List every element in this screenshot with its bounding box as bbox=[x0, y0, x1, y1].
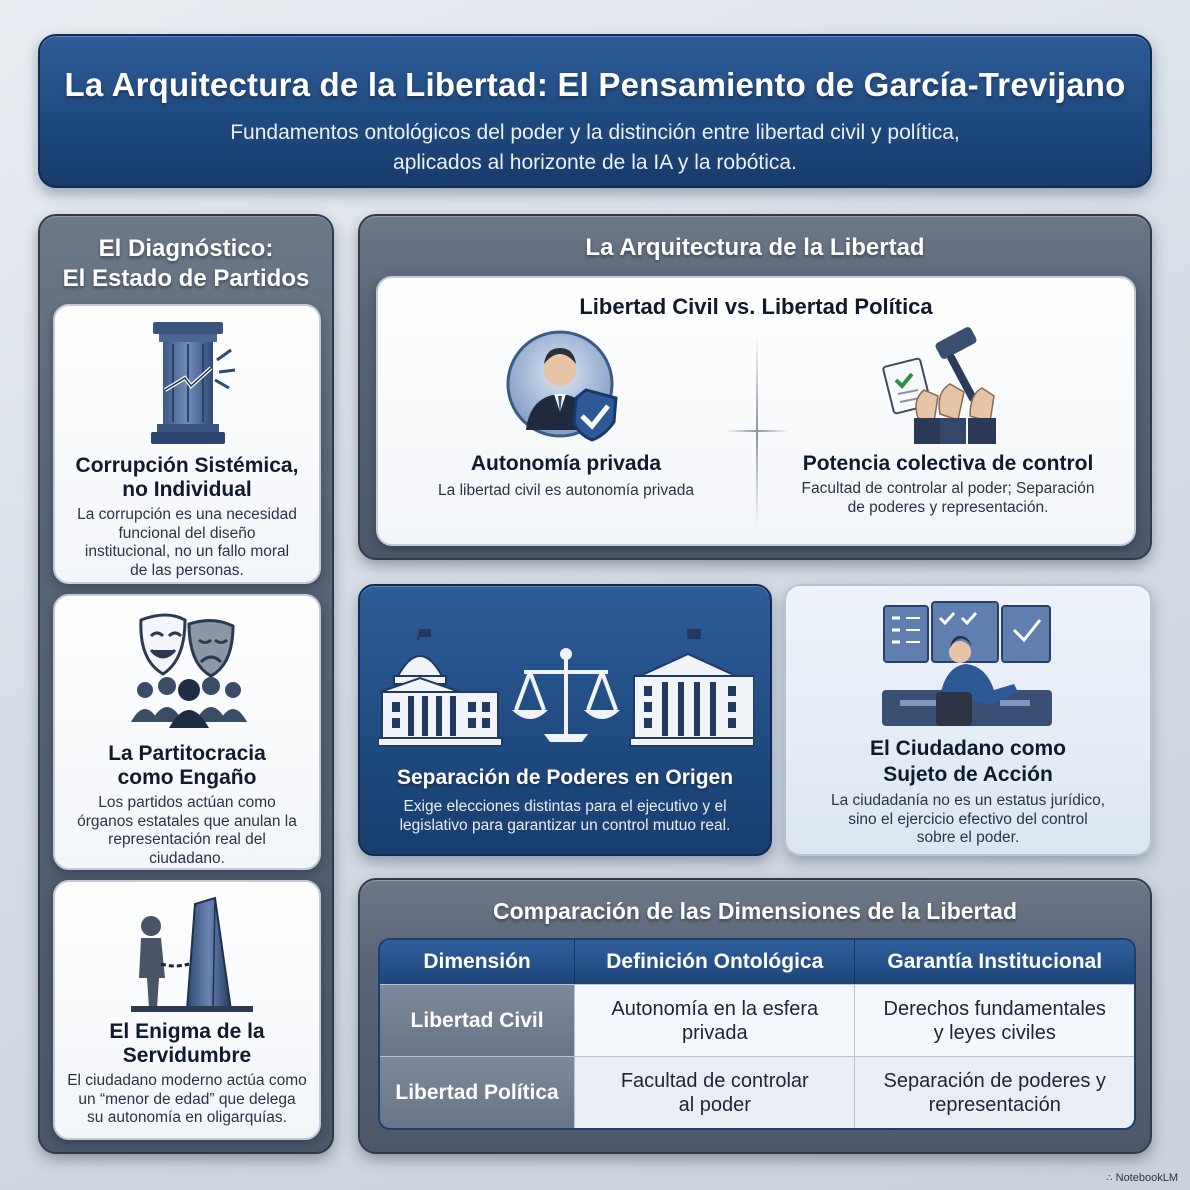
separation-desc-line-2: legislativo para garantizar un control m… bbox=[399, 816, 731, 834]
watermark-text: NotebookLM bbox=[1115, 1172, 1178, 1184]
cell-line: y leyes civiles bbox=[933, 1021, 1056, 1044]
political-title: Potencia colectiva de control bbox=[802, 452, 1094, 475]
corruption-desc-line: institucional, no un fallo moral bbox=[84, 543, 290, 560]
gavel-hands-icon bbox=[878, 322, 1018, 446]
page-subtitle: Fundamentos ontológicos del poder y la d… bbox=[40, 118, 1150, 178]
comparison-table: Dimensión Definición Ontológica Garantía… bbox=[378, 938, 1136, 1130]
separation-card: Separación de Poderes en Origen Exige el… bbox=[358, 584, 772, 856]
partitocracy-desc-line: Los partidos actúan como bbox=[98, 794, 276, 811]
architecture-panel: La Arquitectura de la Libertad Libertad … bbox=[358, 214, 1152, 560]
diagnosis-panel: El Diagnóstico: El Estado de Partidos Co… bbox=[38, 214, 334, 1154]
partitocracy-desc-line: ciudadano. bbox=[149, 849, 225, 867]
column-header: Garantía Institucional bbox=[855, 940, 1134, 984]
servitude-card: El Enigma de la Servidumbre El ciudadano… bbox=[53, 880, 321, 1140]
corruption-desc-line: La corrupción es una necesidad bbox=[77, 506, 297, 523]
partitocracy-desc-line: órganos estatales que anulan la bbox=[77, 812, 297, 830]
servitude-desc-line: un “menor de edad” que delega bbox=[78, 1090, 296, 1108]
buildings-scales-icon bbox=[378, 626, 754, 750]
cell-line: al poder bbox=[678, 1093, 751, 1116]
political-desc: Facultad de controlar al poder; Separaci… bbox=[758, 480, 1138, 517]
citizen-desc-line: sobre el poder. bbox=[916, 829, 1020, 846]
corruption-card-desc: La corrupción es una necesidad funcional… bbox=[55, 506, 319, 580]
row-header: Libertad Civil bbox=[380, 984, 576, 1056]
comparison-title: Libertad Civil vs. Libertad Política bbox=[579, 294, 933, 319]
cell-line: Derechos fundamentales bbox=[883, 997, 1106, 1020]
corruption-card-title: Corrupción Sistémica, no Individual bbox=[55, 454, 319, 502]
subtitle-line-1: Fundamentos ontológicos del poder y la d… bbox=[230, 121, 960, 144]
servitude-card-desc: El ciudadano moderno actúa como un “meno… bbox=[55, 1072, 319, 1128]
civil-desc: La libertad civil es autonomía privada bbox=[438, 482, 694, 499]
citizen-desc-line: sino el ejercicio efectivo del control bbox=[848, 810, 1088, 828]
corruption-title-line-2: no Individual bbox=[122, 478, 252, 501]
table-title: Comparación de las Dimensiones de la Lib… bbox=[492, 898, 1018, 924]
person-shield-icon bbox=[504, 330, 626, 442]
citizen-title: El Ciudadano como Sujeto de Acción bbox=[786, 736, 1150, 788]
cell-line: Facultad de controlar bbox=[620, 1069, 809, 1092]
servitude-card-title: El Enigma de la Servidumbre bbox=[55, 1020, 319, 1068]
servitude-title-line-2: Servidumbre bbox=[122, 1044, 252, 1067]
diagnosis-title-line-1: El Diagnóstico: bbox=[98, 235, 274, 262]
cell-line: representación bbox=[928, 1093, 1061, 1116]
partitocracy-title-line-2: como Engaño bbox=[117, 766, 257, 789]
cell-line: Autonomía en la esfera bbox=[611, 997, 819, 1020]
corruption-desc-line: de las personas. bbox=[130, 561, 244, 579]
citizen-control-panel-icon bbox=[880, 600, 1054, 730]
civil-title: Autonomía privada bbox=[470, 452, 662, 475]
cell-line: Separación de poderes y bbox=[883, 1069, 1106, 1092]
subtitle-line-2: aplicados al horizonte de la IA y la rob… bbox=[393, 151, 797, 174]
chained-man-monolith-icon bbox=[121, 894, 261, 1018]
corruption-title-line-1: Corrupción Sistémica, bbox=[75, 454, 299, 477]
political-desc-line-1: Facultad de controlar al poder; Separaci… bbox=[801, 480, 1095, 497]
citizen-desc-line: La ciudadanía no es un estatus jurídico, bbox=[830, 792, 1106, 809]
citizen-desc: La ciudadanía no es un estatus jurídico,… bbox=[786, 792, 1150, 848]
header-banner: La Arquitectura de la Libertad: El Pensa… bbox=[38, 34, 1152, 188]
partitocracy-card-title: La Partitocracia como Engaño bbox=[55, 742, 319, 790]
citizen-title-line-2: Sujeto de Acción bbox=[883, 763, 1053, 786]
corruption-card: Corrupción Sistémica, no Individual La c… bbox=[53, 304, 321, 584]
citizen-card: El Ciudadano como Sujeto de Acción La ci… bbox=[784, 584, 1152, 856]
notebooklm-logo-icon: ∴ bbox=[1106, 1173, 1113, 1184]
servitude-desc-line: su autonomía en oligarquías. bbox=[87, 1109, 287, 1126]
partitocracy-card-desc: Los partidos actúan como órganos estatal… bbox=[55, 794, 319, 868]
row-header: Libertad Política bbox=[380, 1056, 576, 1128]
partitocracy-title-line-1: La Partitocracia bbox=[108, 742, 266, 765]
partitocracy-desc-line: representación real del bbox=[108, 831, 266, 848]
citizen-title-line-1: El Ciudadano como bbox=[869, 737, 1066, 760]
separation-title: Separación de Poderes en Origen bbox=[396, 766, 734, 789]
theater-masks-icon bbox=[123, 610, 255, 734]
cell-line: privada bbox=[681, 1021, 748, 1044]
notebooklm-watermark: ∴ NotebookLM bbox=[1106, 1172, 1178, 1184]
servitude-desc-line: El ciudadano moderno actúa como bbox=[67, 1072, 307, 1089]
separation-desc-line-1: Exige elecciones distintas para el ejecu… bbox=[403, 798, 727, 815]
column-header: Definición Ontológica bbox=[575, 940, 856, 984]
divider-cross bbox=[726, 430, 788, 432]
corruption-desc-line: funcional del diseño bbox=[118, 524, 256, 542]
servitude-title-line-1: El Enigma de la bbox=[109, 1020, 265, 1043]
architecture-title: La Arquitectura de la Libertad bbox=[585, 234, 925, 261]
column-header: Dimensión bbox=[380, 940, 576, 984]
table-header-row: Dimensión Definición Ontológica Garantía… bbox=[380, 940, 1134, 984]
civil-vs-political-card: Libertad Civil vs. Libertad Política Aut… bbox=[376, 276, 1136, 546]
broken-column-icon bbox=[139, 320, 239, 448]
comparison-table-panel: Comparación de las Dimensiones de la Lib… bbox=[358, 878, 1152, 1154]
page-title: La Arquitectura de la Libertad: El Pensa… bbox=[64, 66, 1126, 103]
political-desc-line-2: de poderes y representación. bbox=[847, 498, 1049, 516]
diagnosis-title-line-2: El Estado de Partidos bbox=[62, 265, 310, 292]
separation-desc: Exige elecciones distintas para el ejecu… bbox=[360, 798, 770, 835]
partitocracy-card: La Partitocracia como Engaño Los partido… bbox=[53, 594, 321, 870]
diagnosis-title: El Diagnóstico: El Estado de Partidos bbox=[40, 234, 332, 294]
